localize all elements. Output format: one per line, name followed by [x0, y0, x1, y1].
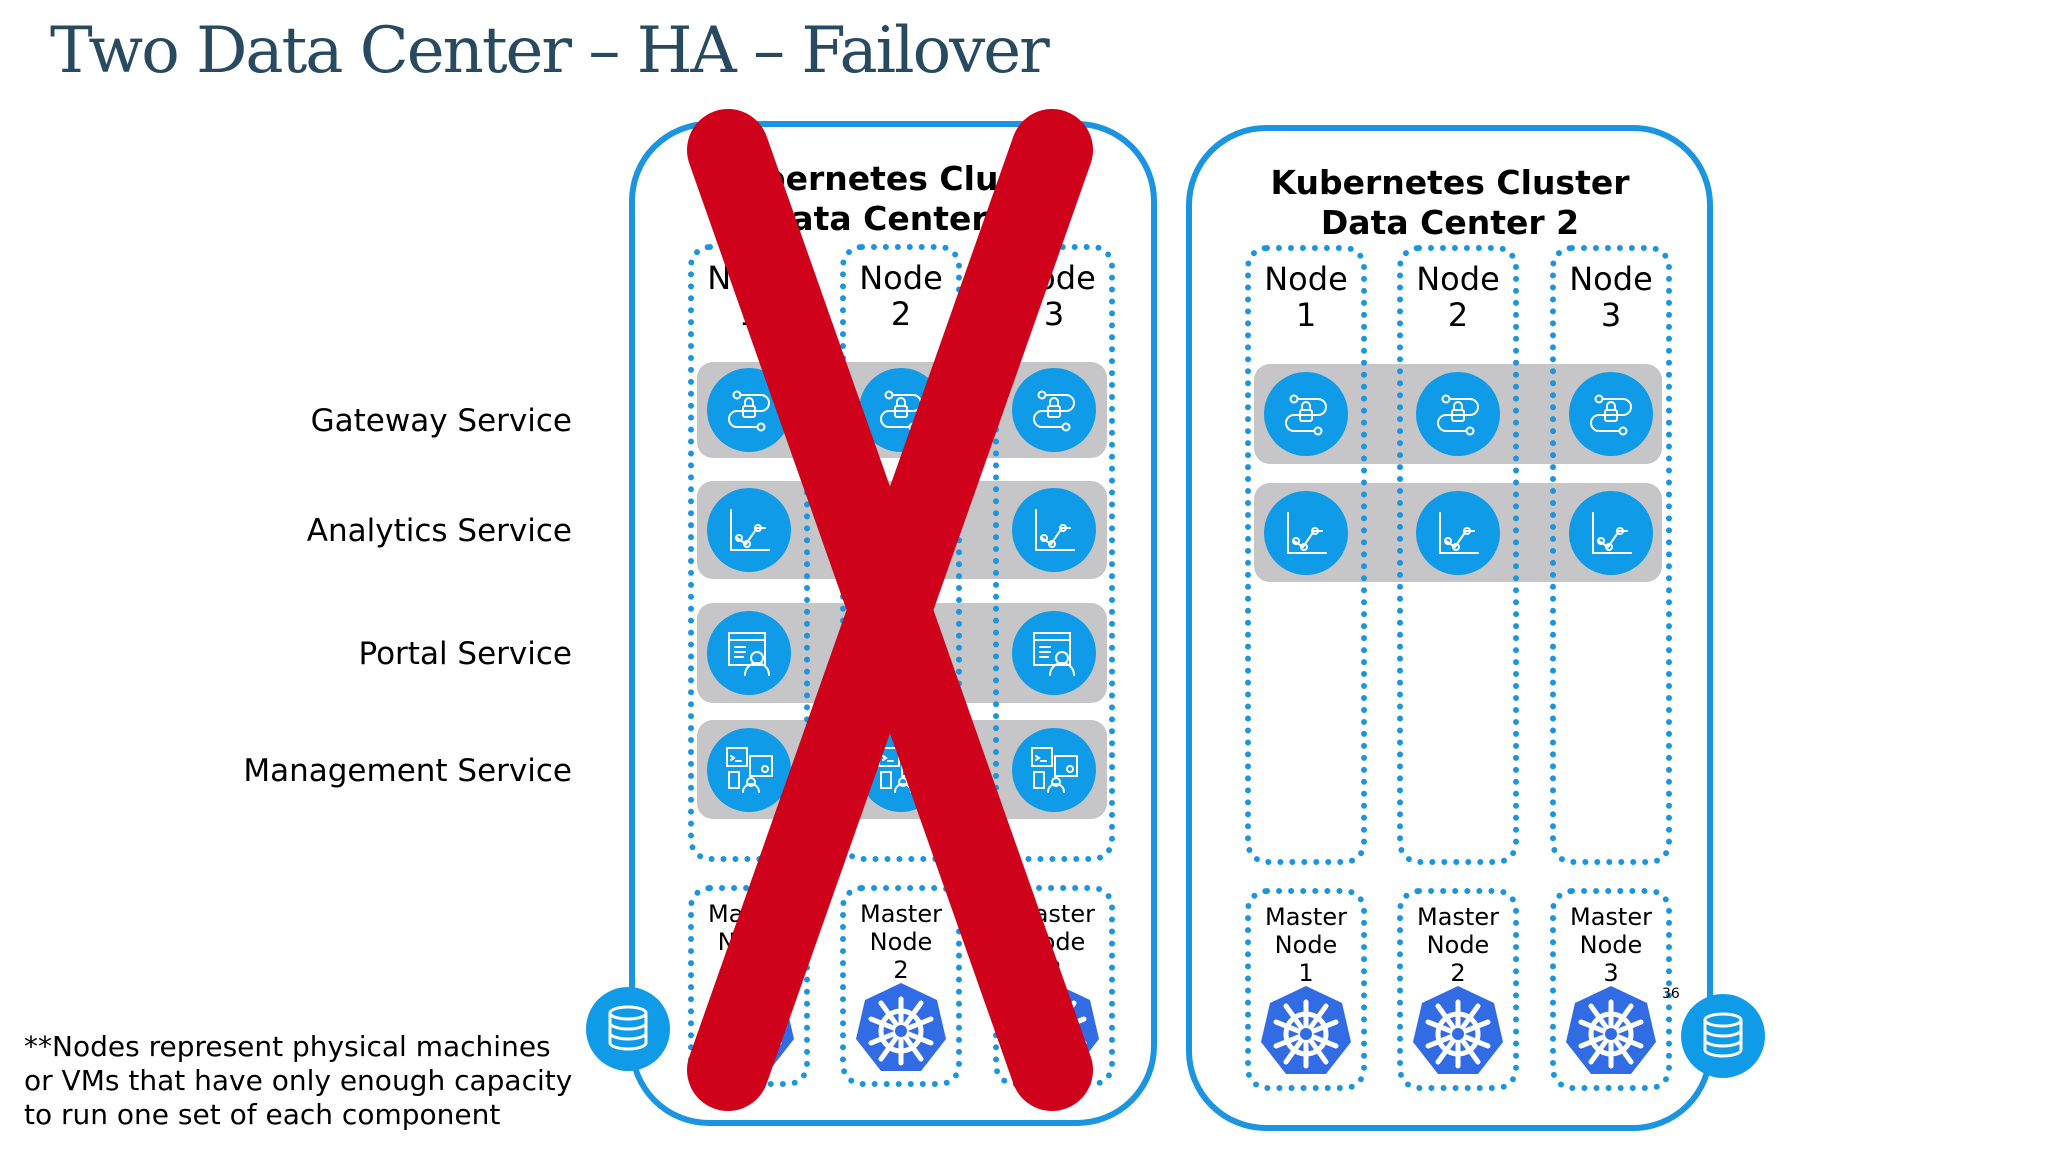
gateway-service-label: Gateway Service — [310, 403, 572, 439]
dc1-node-1-portal-icon — [707, 611, 791, 695]
dc1-master-3-label1: Master — [1013, 900, 1095, 928]
dc1-node-3-number: 3 — [1043, 295, 1065, 333]
dc2-master-1-label2: Node — [1274, 931, 1338, 959]
page-number: 36 — [1662, 986, 1680, 1002]
dc2-node-2 — [1397, 245, 1519, 865]
dc2-master-1-label1: Master — [1265, 903, 1347, 931]
dc1-master-1-kubernetes-icon — [701, 979, 797, 1075]
dc2-master-1-number: 1 — [1298, 959, 1314, 987]
dc2-node-2-number: 2 — [1447, 296, 1469, 334]
dc2-master-2-label1: Master — [1417, 903, 1499, 931]
dc1-node-3-label: Node — [1012, 259, 1096, 297]
dc2-master-2-number: 2 — [1450, 959, 1466, 987]
dc1-cluster-title: Kubernetes Cluster — [713, 159, 1073, 198]
dc2-node-1-gateway-icon — [1264, 372, 1348, 456]
analytics-service-label: Analytics Service — [306, 513, 572, 549]
dc2-node-1-label: Node — [1264, 260, 1348, 298]
dc1-master-3-label2: Node — [1022, 928, 1086, 956]
dc2-node-3-gateway-icon — [1569, 372, 1653, 456]
dc2-node-3-label: Node — [1569, 260, 1653, 298]
dc1-node-1-gateway-icon — [707, 368, 791, 452]
slide-title: Two Data Center – HA – Failover — [50, 14, 1050, 88]
dc2-master-3-label2: Node — [1579, 931, 1643, 959]
dc2-node-3-analytics-icon — [1569, 490, 1653, 575]
dc1-node-3-management-icon — [1012, 727, 1096, 812]
dc1-node-2-number: 2 — [890, 295, 912, 333]
dc1-node-2-label: Node — [859, 259, 943, 297]
dc1-node-1-analytics-icon — [707, 488, 791, 572]
dc1-node-1-management-icon — [707, 727, 791, 812]
dc1-node-2-analytics-icon — [859, 488, 943, 572]
dc2-master-2-label2: Node — [1426, 931, 1490, 959]
dc2-cluster-subtitle: Data Center 2 — [1320, 203, 1580, 242]
dc2-node-2-gateway-icon — [1416, 372, 1500, 456]
dc1-master-2-kubernetes-icon — [853, 979, 949, 1075]
dc2-node-2-analytics-icon — [1416, 490, 1500, 575]
dc1-node-3-portal-icon — [1012, 611, 1096, 695]
dc1-node-2-portal-icon — [859, 611, 943, 695]
dc2-master-2-kubernetes-icon — [1410, 982, 1506, 1078]
dc2-node-1 — [1245, 245, 1367, 865]
dc1-master-1-label2: Node — [717, 928, 781, 956]
dc2-node-3-number: 3 — [1600, 296, 1622, 334]
dc1-node-3-analytics-icon — [1012, 488, 1096, 572]
dc1-master-2-label1: Master — [860, 900, 942, 928]
footnote: **Nodes represent physical machines or V… — [24, 1030, 573, 1131]
management-service-label: Management Service — [243, 753, 572, 789]
dc2-master-3-kubernetes-icon — [1563, 982, 1659, 1078]
dc1-master-2-label2: Node — [869, 928, 933, 956]
dc2-node-1-number: 1 — [1295, 296, 1317, 334]
dc2-master-node-3 — [1550, 888, 1672, 1091]
dc2-master-3-label1: Master — [1570, 903, 1652, 931]
dc1-node-3-gateway-icon — [1012, 368, 1096, 452]
dc1-master-1-label1: Master — [708, 900, 790, 928]
dc2-cluster-title: Kubernetes Cluster — [1270, 163, 1630, 202]
dc2-database-icon — [1681, 994, 1765, 1078]
dc2-master-node-2 — [1397, 888, 1519, 1091]
dc2-cluster-box — [1186, 125, 1713, 1131]
dc2-master-1-kubernetes-icon — [1258, 982, 1354, 1078]
dc1-node-1-label: Node — [707, 259, 791, 297]
dc1-node-2-management-icon — [859, 727, 943, 812]
dc2-node-2-label: Node — [1416, 260, 1500, 298]
dc1-cluster-subtitle: Data Center 1 — [763, 199, 1023, 238]
portal-service-label: Portal Service — [358, 636, 573, 672]
dc2-node-3 — [1550, 245, 1672, 865]
dc1-database-icon — [586, 987, 670, 1071]
dc1-node-1-number: 1 — [738, 295, 760, 333]
dc1-master-3-kubernetes-icon — [1006, 979, 1102, 1075]
dc2-master-3-number: 3 — [1603, 959, 1619, 987]
dc1-node-2-gateway-icon — [859, 368, 943, 452]
dc2-master-node-1 — [1245, 888, 1367, 1091]
dc2-node-1-analytics-icon — [1264, 490, 1348, 575]
